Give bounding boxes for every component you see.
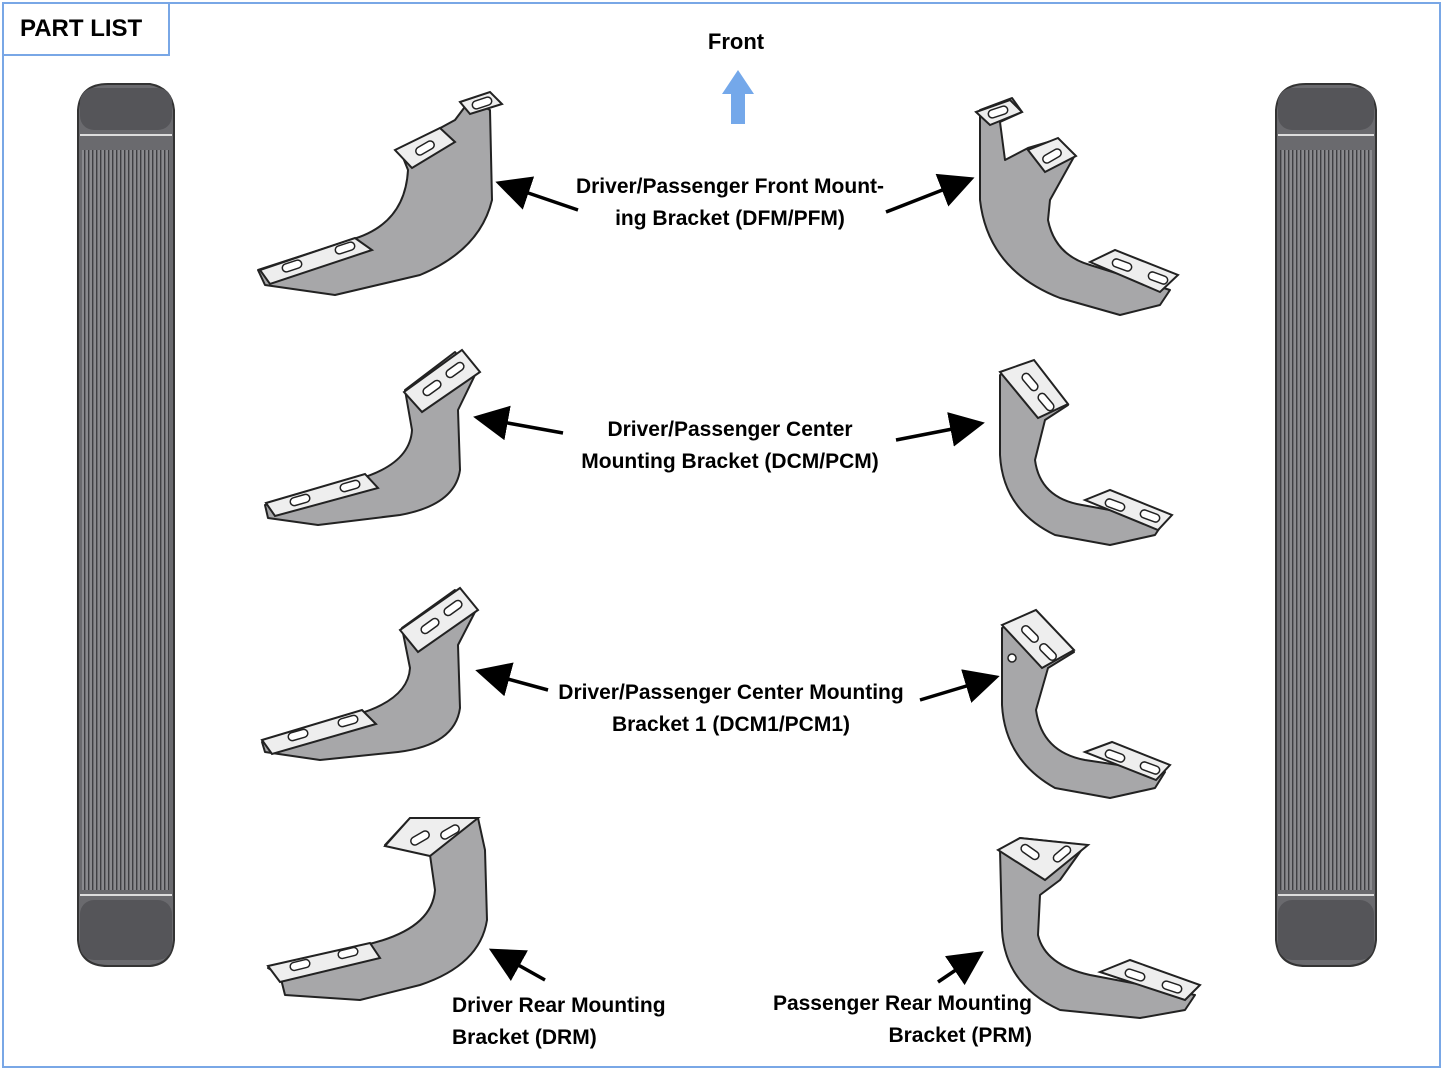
driver-center-mounting-bracket-1 — [260, 586, 480, 761]
front-arrow-icon — [722, 70, 754, 124]
center-mounting-1-label-line2: Bracket 1 (DCM1/PCM1) — [611, 713, 851, 736]
arrow-center-left — [473, 405, 564, 441]
driver-center-mounting-bracket — [264, 348, 482, 526]
center-mounting-label-line2: Mounting Bracket (DCM/PCM) — [581, 450, 879, 473]
arrow-passenger-rear — [937, 951, 984, 986]
right-running-board — [1275, 83, 1377, 967]
passenger-rear-label-line2: Bracket (PRM) — [888, 1024, 1032, 1047]
front-mounting-label-line2: ing Bracket (DFM/PFM) — [615, 207, 845, 230]
passenger-rear-label: Passenger Rear Mounting Bracket (PRM) — [760, 988, 1032, 1052]
passenger-center-mounting-bracket-1 — [1000, 608, 1172, 799]
driver-rear-label-line1: Driver Rear Mounting — [452, 994, 666, 1017]
callout-arrows — [473, 173, 1000, 986]
center-mounting-label-line1: Driver/Passenger Center — [607, 418, 853, 441]
passenger-center-mounting-bracket — [998, 358, 1174, 546]
passenger-rear-mounting-bracket — [996, 836, 1202, 1019]
arrow-front-left — [495, 176, 579, 212]
passenger-front-mounting-bracket — [974, 97, 1180, 316]
front-mounting-label: Driver/Passenger Front Mount- ing Bracke… — [560, 171, 900, 235]
left-running-board — [77, 83, 175, 967]
front-label: Front — [707, 29, 765, 54]
arrow-front-right — [885, 173, 975, 214]
passenger-rear-label-line1: Passenger Rear Mounting — [772, 992, 1032, 1015]
part-list-title: PART LIST — [20, 15, 143, 42]
driver-rear-label-line2: Bracket (DRM) — [452, 1026, 597, 1049]
arrow-center1-left — [475, 662, 549, 697]
front-mounting-label-line1: Driver/Passenger Front Mount- — [575, 175, 885, 198]
center-mounting-label: Driver/Passenger Center Mounting Bracket… — [560, 414, 900, 478]
arrow-center1-right — [919, 669, 1000, 703]
driver-rear-label: Driver Rear Mounting Bracket (DRM) — [452, 990, 692, 1054]
arrow-center-right — [895, 412, 985, 447]
part-list-title-box: PART LIST — [2, 2, 170, 56]
arrow-driver-rear — [488, 948, 546, 982]
center-mounting-1-label-line1: Driver/Passenger Center Mounting — [558, 681, 904, 704]
driver-front-mounting-bracket — [257, 90, 504, 296]
center-mounting-1-label: Driver/Passenger Center Mounting Bracket… — [546, 677, 916, 741]
driver-rear-mounting-bracket — [266, 817, 488, 1001]
